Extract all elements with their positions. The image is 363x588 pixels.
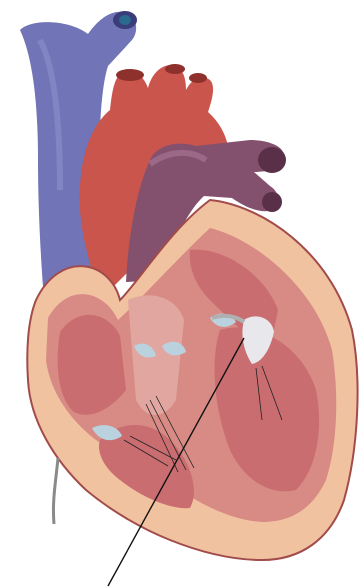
aorta-branch-1: [116, 69, 144, 81]
aorta-branch-2: [165, 64, 185, 74]
aorta-branch-3: [189, 73, 207, 83]
right-atrium: [58, 315, 126, 415]
svc-lumen: [119, 15, 131, 25]
pa-right-branch: [258, 147, 286, 173]
lead-wire: [53, 458, 58, 524]
pa-left-branch: [262, 192, 282, 212]
